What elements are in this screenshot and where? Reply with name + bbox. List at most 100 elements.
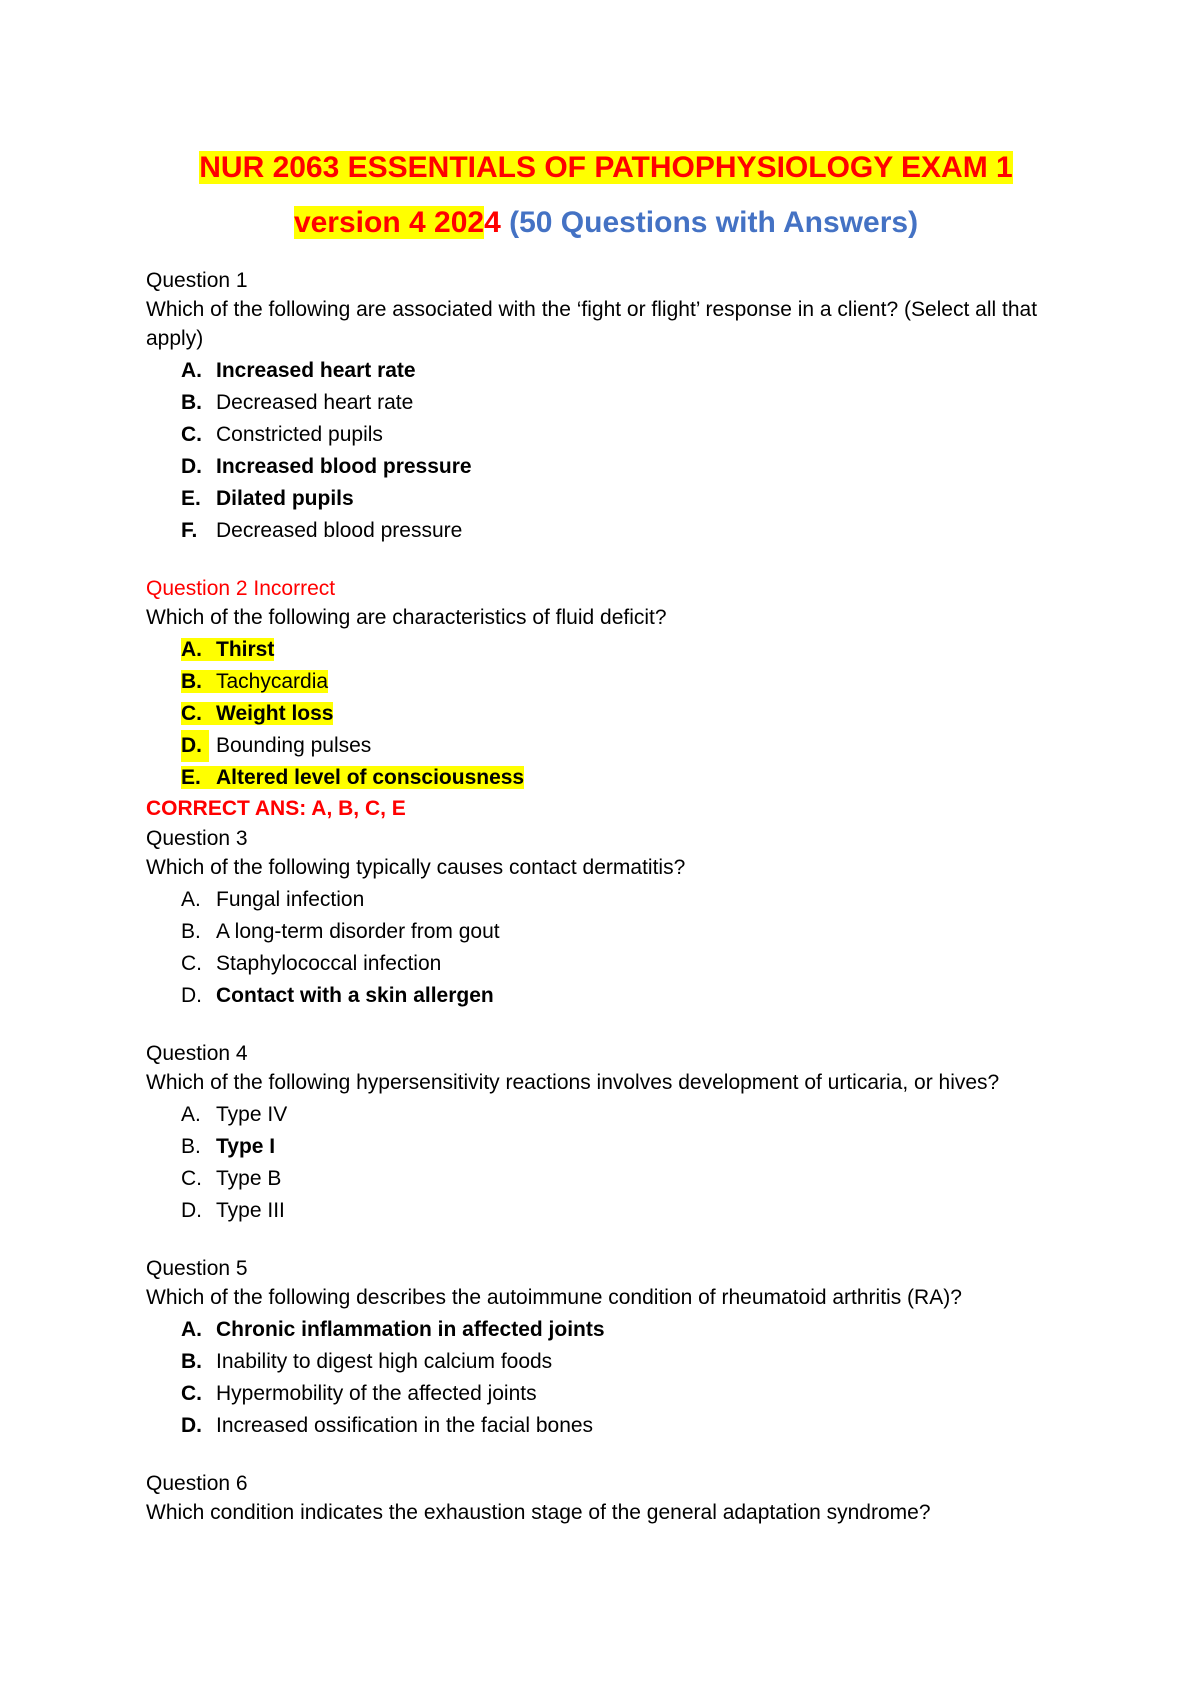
option-text: Type B <box>216 1167 282 1190</box>
option-text: Decreased blood pressure <box>216 519 463 542</box>
option-text: Weight loss <box>216 702 334 725</box>
option-text: Increased ossification in the facial bon… <box>216 1414 594 1437</box>
question-text: Which of the following hypersensitivity … <box>146 1071 1000 1094</box>
option-letter: B. <box>181 391 202 414</box>
answer-options: A.Increased heart rate B. Decreased heart… <box>146 355 1066 547</box>
question-text: Which of the following are characteristi… <box>146 606 667 629</box>
question-text: Which of the following typically causes … <box>146 856 686 879</box>
question-2: Question 2 Incorrect Which of the follow… <box>146 574 1066 824</box>
option-letter: D. <box>181 730 209 762</box>
option-letter: D. <box>181 455 202 478</box>
option-c: C. Constricted pupils <box>181 419 1066 451</box>
option-text: Type I <box>216 1135 276 1158</box>
option-text: Staphylococcal infection <box>216 952 442 975</box>
question-label: Question 5 <box>146 1257 248 1280</box>
title-subtitle-text: (50 Questions with Answers) <box>500 206 919 239</box>
option-text: Constricted pupils <box>216 423 383 446</box>
answer-options: A. Type IV B. Type I C. Type B D.Type III <box>146 1099 1066 1227</box>
option-text: Fungal infection <box>216 888 365 911</box>
answer-options: A. Chronic inflammation in affected joint… <box>146 1314 1066 1442</box>
document-title-line-2: version 4 2024 (50 Questions with Answer… <box>146 195 1066 250</box>
answer-options: A. Thirst B. Tachycardia C. Weight loss D. B… <box>146 634 1066 794</box>
document-page: NUR 2063 ESSENTIALS OF PATHOPHYSIOLOGY E… <box>146 140 1066 1527</box>
option-text: Type IV <box>216 1103 288 1126</box>
option-letter: C. <box>181 423 202 446</box>
spacer <box>146 1012 1066 1039</box>
question-6: Question 6 Which condition indicates the… <box>146 1469 1066 1527</box>
question-4: Question 4 Which of the following hypers… <box>146 1039 1066 1227</box>
option-text: Increased heart rate <box>216 359 416 382</box>
option-b: B. Decreased heart rate <box>181 387 1066 419</box>
title-line-1-text: NUR 2063 ESSENTIALS OF PATHOPHYSIOLOGY E… <box>199 151 1013 184</box>
option-text: Altered level of consciousness <box>216 766 525 789</box>
option-letter: A. <box>181 1318 202 1341</box>
option-text: Tachycardia <box>216 670 329 693</box>
option-text: Inability to digest high calcium foods <box>216 1350 553 1373</box>
option-e: E. Dilated pupils <box>181 483 1066 515</box>
option-b: B. A long-term disorder from gout <box>181 916 1066 948</box>
option-a: A. Fungal infection <box>181 884 1066 916</box>
option-letter: B. <box>181 1350 202 1373</box>
option-letter: C. <box>181 952 202 975</box>
option-a: A. Chronic inflammation in affected joint… <box>181 1314 1066 1346</box>
question-1: Question 1 Which of the following are as… <box>146 266 1066 547</box>
option-b: B. Type I <box>181 1131 1066 1163</box>
option-text: Dilated pupils <box>216 487 354 510</box>
spacer <box>146 1227 1066 1254</box>
option-text: Increased blood pressure <box>216 455 472 478</box>
question-text: Which of the following describes the aut… <box>146 1286 962 1309</box>
option-letter: C. <box>181 702 202 725</box>
option-letter: B. <box>181 1135 201 1158</box>
option-letter: A. <box>181 638 202 661</box>
option-text: Chronic inflammation in affected joints <box>216 1318 605 1341</box>
option-text: Contact with a skin allergen <box>216 984 494 1007</box>
option-a: A.Increased heart rate <box>181 355 1066 387</box>
option-letter: D. <box>181 1414 202 1437</box>
option-text: Type III <box>216 1199 285 1222</box>
option-letter: B. <box>181 670 202 693</box>
option-c: C. Weight loss <box>181 698 1066 730</box>
option-e: E. Altered level of consciousness <box>181 762 1066 794</box>
option-letter: A. <box>181 888 201 911</box>
option-letter: E. <box>181 766 201 789</box>
question-label: Question 3 <box>146 827 248 850</box>
option-c: C. Hypermobility of the affected joints <box>181 1378 1066 1410</box>
question-label: Question 2 Incorrect <box>146 577 336 600</box>
option-text: Thirst <box>216 638 275 661</box>
question-label: Question 4 <box>146 1042 248 1065</box>
option-b: B. Tachycardia <box>181 666 1066 698</box>
option-text: A long-term disorder from gout <box>216 920 500 943</box>
option-letter: D. <box>181 984 202 1007</box>
option-letter: C. <box>181 1167 202 1190</box>
option-c: C. Staphylococcal infection <box>181 948 1066 980</box>
option-letter: B. <box>181 920 201 943</box>
title-version-tail: 4 <box>484 206 501 239</box>
correct-answer: CORRECT ANS: A, B, C, E <box>146 797 406 820</box>
option-a: A. Type IV <box>181 1099 1066 1131</box>
option-f: F. Decreased blood pressure <box>181 515 1066 547</box>
spacer <box>146 547 1066 574</box>
option-a: A. Thirst <box>181 634 1066 666</box>
option-letter: C. <box>181 1382 202 1405</box>
option-text: Decreased heart rate <box>216 391 414 414</box>
question-text: Which condition indicates the exhaustion… <box>146 1501 931 1524</box>
option-text: Bounding pulses <box>216 734 372 757</box>
option-letter: F. <box>181 519 198 542</box>
question-label: Question 1 <box>146 269 248 292</box>
option-letter: E. <box>181 487 201 510</box>
option-d: D. Increased ossification in the facial b… <box>181 1410 1066 1442</box>
question-5: Question 5 Which of the following descri… <box>146 1254 1066 1442</box>
question-3: Question 3 Which of the following typica… <box>146 824 1066 1012</box>
option-d: D. Increased blood pressure <box>181 451 1066 483</box>
option-d: D. Bounding pulses <box>181 730 1066 762</box>
question-text: Which of the following are associated wi… <box>146 298 1038 350</box>
option-text: Hypermobility of the affected joints <box>216 1382 537 1405</box>
spacer <box>146 1442 1066 1469</box>
option-d: D.Type III <box>181 1195 1066 1227</box>
option-c: C. Type B <box>181 1163 1066 1195</box>
answer-options: A. Fungal infection B. A long-term disorde… <box>146 884 1066 1012</box>
document-title-line-1: NUR 2063 ESSENTIALS OF PATHOPHYSIOLOGY E… <box>146 140 1066 195</box>
option-letter: A. <box>181 1103 201 1126</box>
title-version-text: version 4 202 <box>293 206 485 239</box>
option-b: B. Inability to digest high calcium foods <box>181 1346 1066 1378</box>
